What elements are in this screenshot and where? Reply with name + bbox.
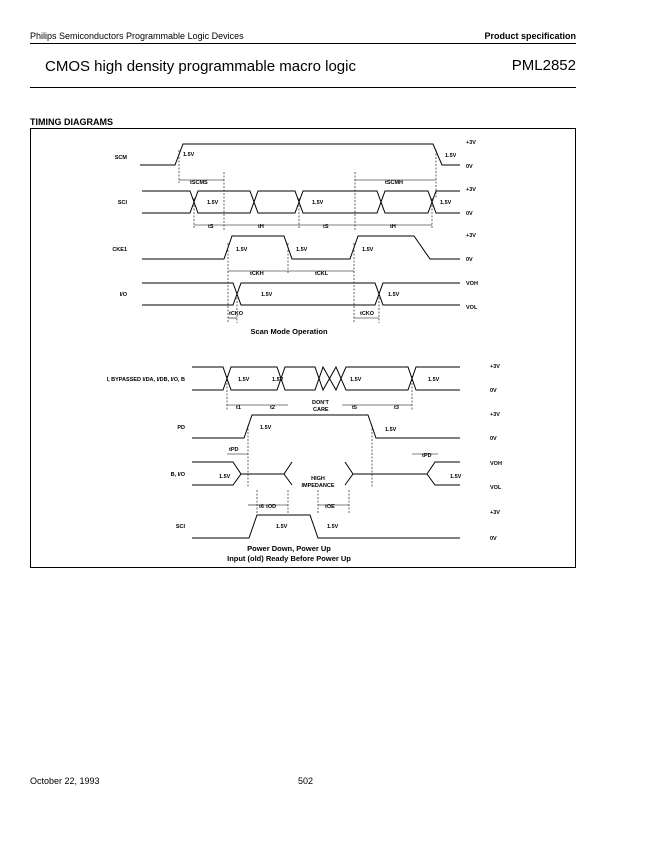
timing-label-ts: tS: [323, 224, 329, 230]
footer-page-number: 502: [298, 776, 314, 786]
timing-label-tcko: tCKO: [229, 311, 244, 317]
waveform-inputs-b: [192, 365, 460, 392]
signal-label-pd: PD: [177, 425, 185, 431]
level-label: 0V: [466, 211, 473, 217]
level-label: VOL: [466, 305, 478, 311]
waveform-pd: [192, 414, 460, 439]
header-company: Philips Semiconductors Programmable Logi…: [30, 31, 244, 41]
timing-label-tckl: tCKL: [315, 271, 329, 277]
level-label: VOH: [490, 461, 502, 467]
timing-label-tcko: tCKO: [360, 311, 375, 317]
threshold-label: 1.5V: [183, 152, 195, 158]
threshold-label: 1.5V: [296, 247, 308, 253]
level-label: 0V: [490, 436, 497, 442]
high-impedance-label: HIGH: [311, 476, 325, 482]
timing-label-tod: tOD: [266, 504, 276, 510]
threshold-label: 1.5V: [450, 474, 462, 480]
timing-diagrams-figure: SCM +3V 0V 1.5V 1.5V tSCMS tSCMH SCI +3V…: [30, 128, 576, 568]
signal-label-scm: SCM: [115, 155, 128, 161]
threshold-label: 1.5V: [385, 427, 397, 433]
level-label: +3V: [490, 412, 500, 418]
scan-mode-diagram: SCM +3V 0V 1.5V 1.5V tSCMS tSCMH SCI +3V…: [112, 140, 478, 336]
header-rule: [30, 43, 576, 44]
dont-care-label: DON'T: [312, 400, 330, 406]
threshold-label: 1.5V: [445, 153, 457, 159]
power-down-caption-1: Power Down, Power Up: [247, 544, 331, 553]
title-rule: [30, 87, 576, 88]
threshold-label: 1.5V: [238, 377, 250, 383]
timing-label-tpd: tPD: [229, 447, 239, 453]
threshold-label: 1.5V: [260, 425, 272, 431]
waveform-bio-d: [426, 473, 460, 486]
threshold-label: 1.5V: [388, 292, 400, 298]
threshold-label: 1.5V: [272, 377, 284, 383]
scan-mode-caption: Scan Mode Operation: [250, 327, 328, 336]
timing-label-t3: t3: [394, 405, 399, 411]
power-down-caption-2: Input (old) Ready Before Power Up: [227, 554, 351, 563]
timing-label-t2: t2: [270, 405, 275, 411]
level-label: +3V: [466, 140, 476, 146]
timing-label-t1: t1: [236, 405, 241, 411]
threshold-label: 1.5V: [312, 200, 324, 206]
level-label: +3V: [490, 510, 500, 516]
waveform-bio-b: [344, 461, 460, 475]
section-title: TIMING DIAGRAMS: [30, 117, 113, 127]
level-label: 0V: [466, 257, 473, 263]
threshold-label: 1.5V: [236, 247, 248, 253]
waveform-sci-2: [192, 514, 460, 539]
waveform-bio-lo: [192, 473, 242, 486]
document-title: CMOS high density programmable macro log…: [45, 58, 356, 75]
timing-label-th: tH: [258, 224, 264, 230]
threshold-label: 1.5V: [428, 377, 440, 383]
level-label: 0V: [466, 164, 473, 170]
timing-label-tpd: tPD: [422, 453, 432, 459]
level-label: +3V: [490, 364, 500, 370]
signal-label-b-io: B, I/O: [171, 472, 186, 478]
timing-label-tckh: tCKH: [250, 271, 264, 277]
timing-label-toe: tOE: [325, 504, 335, 510]
waveform-inputs-a: [192, 365, 460, 392]
power-down-diagram: I, BYPASSED I/DA, I/DB, I/O, B +3V 0V 1.…: [107, 364, 502, 563]
signal-label-sci-2: SCI: [176, 524, 186, 530]
threshold-label: 1.5V: [350, 377, 362, 383]
level-label: +3V: [466, 187, 476, 193]
level-label: 0V: [490, 536, 497, 542]
timing-label-tscmh: tSCMH: [385, 180, 403, 186]
waveform-scm: [140, 143, 460, 166]
threshold-label: 1.5V: [276, 524, 288, 530]
waveform-bio-c: [344, 473, 354, 486]
waveform-sci-a: [142, 190, 460, 214]
high-impedance-label: IMPEDANCE: [301, 483, 334, 489]
waveform-bio-lo2: [283, 473, 293, 486]
threshold-label: 1.5V: [261, 292, 273, 298]
signal-label-cke1: CKE1: [112, 247, 127, 253]
level-label: VOL: [490, 485, 502, 491]
timing-label-t6: t6: [259, 504, 264, 510]
waveform-io-a: [142, 282, 460, 306]
threshold-label: 1.5V: [440, 200, 452, 206]
part-number: PML2852: [511, 57, 576, 74]
threshold-label: 1.5V: [207, 200, 219, 206]
level-label: VOH: [466, 281, 478, 287]
threshold-label: 1.5V: [327, 524, 339, 530]
level-label: +3V: [466, 233, 476, 239]
signal-label-io: I/O: [120, 292, 128, 298]
threshold-label: 1.5V: [362, 247, 374, 253]
threshold-label: 1.5V: [219, 474, 231, 480]
header-spec: Product specification: [484, 31, 576, 41]
dont-care-label: CARE: [313, 407, 329, 413]
timing-label-ts: tS: [208, 224, 214, 230]
timing-label-tscms: tSCMS: [190, 180, 208, 186]
footer-date: October 22, 1993: [30, 776, 100, 786]
waveform-sci-b: [142, 190, 460, 214]
waveform-bio-hi: [192, 461, 293, 475]
signal-label-inputs: I, BYPASSED I/DA, I/DB, I/O, B: [107, 377, 185, 383]
timing-label-t5: t5: [352, 405, 357, 411]
signal-label-sci: SCI: [118, 200, 128, 206]
level-label: 0V: [490, 388, 497, 394]
waveform-io-b: [142, 282, 460, 306]
timing-label-th: tH: [390, 224, 396, 230]
